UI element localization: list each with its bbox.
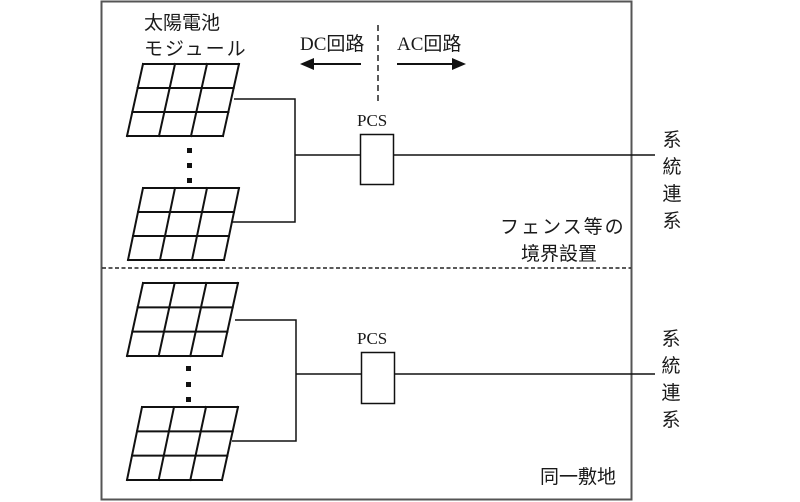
grid-label-char: 系 xyxy=(662,129,682,151)
panel-grid-col-line xyxy=(222,186,241,262)
module-label-line2: モジュール xyxy=(144,38,248,60)
panel-grid-col-line xyxy=(221,62,241,138)
grid-label-char: 統 xyxy=(661,355,681,377)
fence-label-line1: フェンス等の xyxy=(500,216,626,238)
dc-arrow-icon xyxy=(300,58,361,70)
grid-connection-label: 系 統 連 系 xyxy=(661,127,683,235)
panel-grid-col-line xyxy=(189,281,208,358)
solar-panel-icon xyxy=(125,281,240,358)
solar-panel-icon xyxy=(126,186,241,262)
same-site-label: 同一敷地 xyxy=(540,466,617,488)
pcs-label: PCS xyxy=(357,111,388,130)
panel-grid-col-line xyxy=(190,186,209,262)
dc-wiring xyxy=(232,98,360,223)
panel-grid-col-line xyxy=(125,62,145,138)
grid-label-char: 統 xyxy=(662,156,682,178)
panel-grid-col-line xyxy=(126,186,145,262)
site-boundary-frame xyxy=(100,0,633,501)
panel-grid-col-line xyxy=(220,405,240,482)
grid-label-char: 連 xyxy=(661,382,681,404)
grid-connection-label: 系 統 連 系 xyxy=(660,326,682,434)
fence-label-line2: 境界設置 xyxy=(521,243,598,265)
dc-circuit-label: DC回路 xyxy=(300,34,365,55)
panel-grid-col-line xyxy=(157,62,177,138)
grid-label-char: 系 xyxy=(662,210,682,232)
solar-panel-icon xyxy=(125,62,241,138)
panel-grid-col-line xyxy=(220,281,240,358)
panel-grid-col-line xyxy=(189,62,209,138)
module-label-line1: 太陽電池 xyxy=(144,12,221,34)
panel-grid-col-line xyxy=(158,186,177,262)
ellipsis-dots-icon xyxy=(187,148,192,183)
grid-label-char: 系 xyxy=(661,409,681,431)
solar-panel-icon xyxy=(125,405,240,482)
panel-grid-col-line xyxy=(157,281,176,358)
dc-wiring xyxy=(232,319,361,442)
grid-label-char: 連 xyxy=(662,183,682,205)
ac-circuit-label: AC回路 xyxy=(397,34,462,55)
panel-grid-col-line xyxy=(189,405,208,482)
panel-grid-col-line xyxy=(125,405,144,482)
panel-grid-col-line xyxy=(125,281,145,358)
pcs-box-icon xyxy=(359,133,395,186)
grid-label-char: 系 xyxy=(661,328,681,350)
pcs-box-icon xyxy=(360,351,396,405)
panel-grid-col-line xyxy=(157,405,176,482)
ac-arrow-icon xyxy=(397,58,466,70)
pcs-label: PCS xyxy=(357,329,388,348)
ellipsis-dots-icon xyxy=(186,366,191,402)
